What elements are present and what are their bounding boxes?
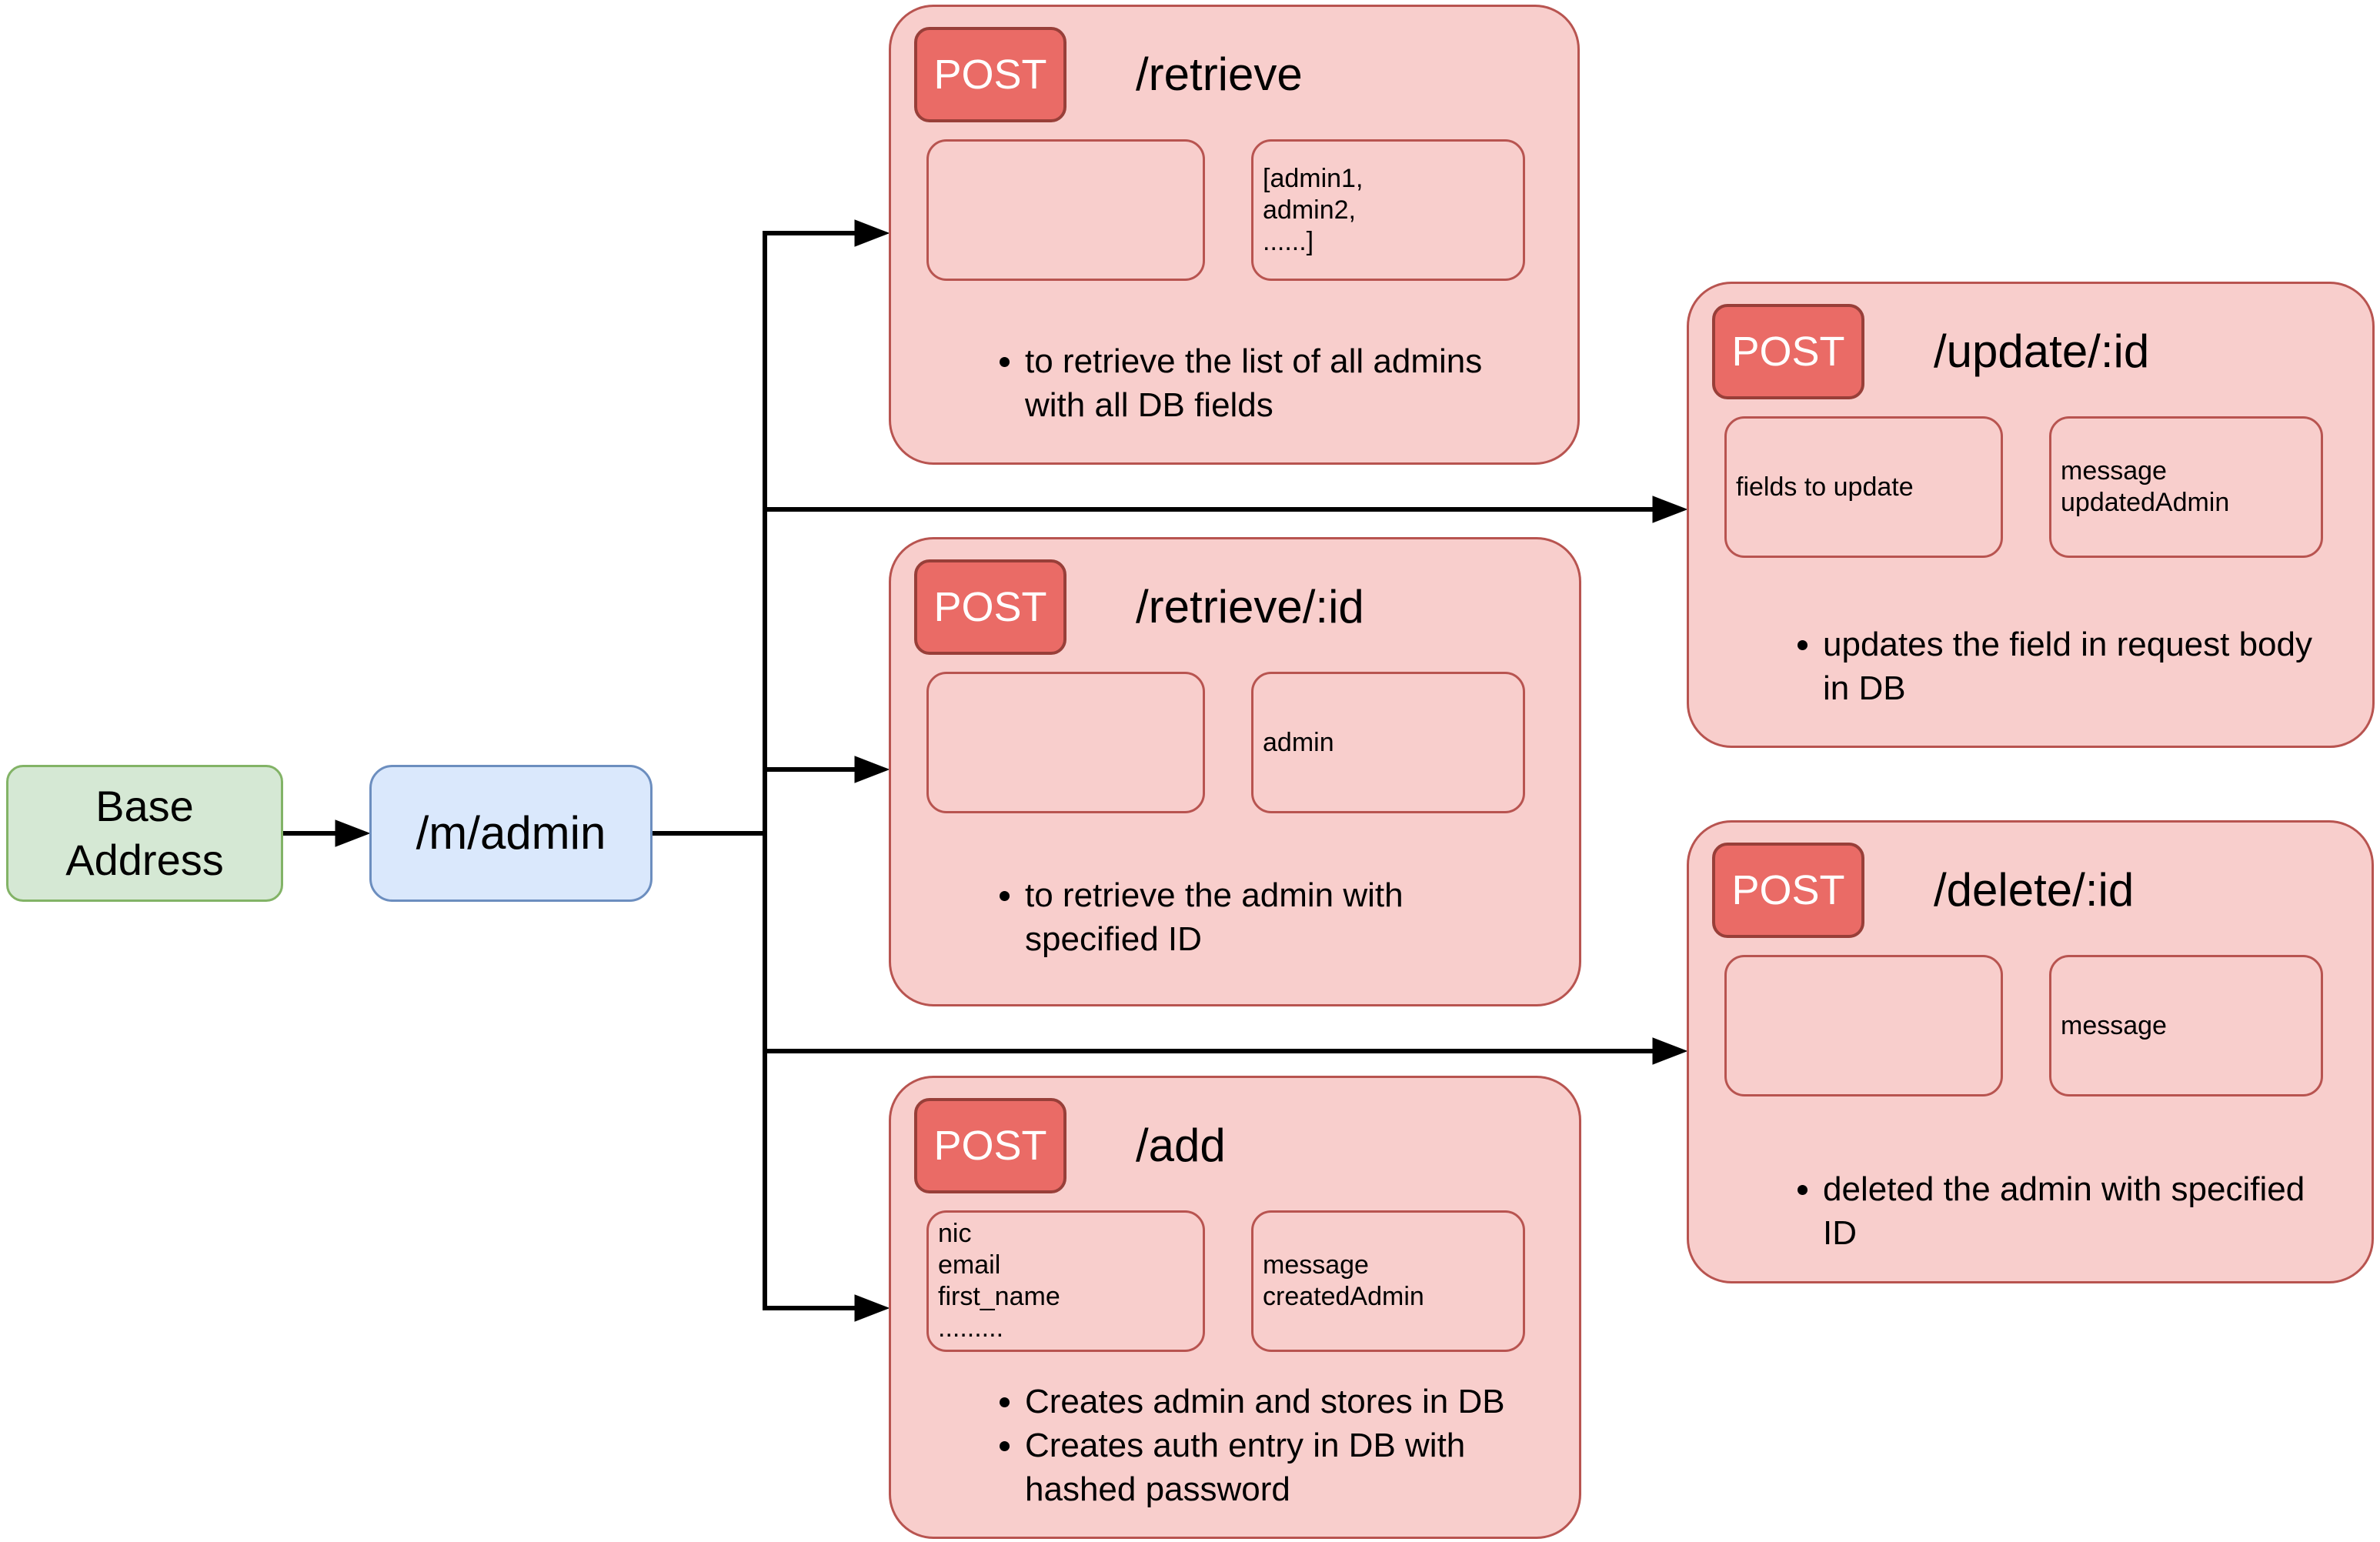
response-body-box: message updatedAdmin xyxy=(2049,416,2323,558)
endpoint-description-item: to retrieve the admin with specified ID xyxy=(1025,873,1525,961)
endpoint-description-item: Creates admin and stores in DB xyxy=(1025,1380,1525,1424)
response-body-box: [admin1, admin2, ......] xyxy=(1251,139,1525,281)
endpoint-description-item: Creates auth entry in DB with hashed pas… xyxy=(1025,1424,1525,1511)
arrowhead-branch-retrieve xyxy=(854,219,890,247)
endpoint-description-list: to retrieve the admin with specified ID xyxy=(1025,873,1525,961)
request-body-box: fields to update xyxy=(1724,416,2003,558)
endpoint-card-add: POST /add nic email first_name .........… xyxy=(889,1076,1581,1539)
endpoint-path-title: /update/:id xyxy=(1934,325,2150,377)
endpoint-path-title: /delete/:id xyxy=(1934,864,2135,916)
arrowhead-branch-delete xyxy=(1652,1037,1688,1065)
response-body-text: [admin1, admin2, ......] xyxy=(1263,163,1364,256)
endpoint-path-title: /retrieve xyxy=(1136,48,1303,100)
endpoint-card-retrieve: POST /retrieve [admin1, admin2, ......] … xyxy=(889,5,1580,465)
arrowhead-branch-retrieve-id xyxy=(854,756,890,783)
post-method-badge: POST xyxy=(914,559,1066,655)
endpoint-path-title: /add xyxy=(1136,1120,1226,1171)
m-admin-node: /m/admin xyxy=(369,765,653,902)
response-body-box: message createdAdmin xyxy=(1251,1210,1525,1352)
request-body-box: nic email first_name ......... xyxy=(926,1210,1205,1352)
endpoint-description-list: Creates admin and stores in DB Creates a… xyxy=(1025,1380,1525,1511)
endpoint-card-update-id: POST /update/:id fields to update messag… xyxy=(1687,282,2375,748)
response-body-text: message updatedAdmin xyxy=(2061,456,2230,517)
arrowhead-base-to-admin xyxy=(335,819,371,847)
endpoint-card-retrieve-id: POST /retrieve/:id admin to retrieve the… xyxy=(889,537,1581,1006)
endpoint-description-item: updates the field in request body in DB xyxy=(1823,622,2323,710)
request-body-box xyxy=(926,139,1205,281)
endpoint-description-list: updates the field in request body in DB xyxy=(1823,622,2323,710)
arrowhead-branch-add xyxy=(854,1294,890,1322)
response-body-text: admin xyxy=(1263,727,1334,757)
endpoint-description-item: to retrieve the list of all admins with … xyxy=(1025,339,1525,427)
endpoint-description-list: to retrieve the list of all admins with … xyxy=(1025,339,1525,427)
endpoint-card-delete-id: POST /delete/:id message deleted the adm… xyxy=(1687,820,2374,1283)
response-body-text: message xyxy=(2061,1010,2167,1040)
post-method-badge: POST xyxy=(914,1098,1066,1193)
arrowhead-branch-update xyxy=(1652,496,1688,523)
endpoint-path-title: /retrieve/:id xyxy=(1136,581,1364,632)
request-body-box xyxy=(926,672,1205,813)
post-method-badge: POST xyxy=(914,27,1066,122)
base-address-node: Base Address xyxy=(6,765,283,902)
response-body-box: admin xyxy=(1251,672,1525,813)
request-body-text: fields to update xyxy=(1736,472,1914,502)
response-body-box: message xyxy=(2049,955,2323,1096)
post-method-badge: POST xyxy=(1712,304,1864,399)
endpoint-description-list: deleted the admin with specified ID xyxy=(1823,1167,2323,1255)
post-method-badge: POST xyxy=(1712,843,1864,938)
response-body-text: message createdAdmin xyxy=(1263,1250,1424,1311)
request-body-box xyxy=(1724,955,2003,1096)
endpoint-description-item: deleted the admin with specified ID xyxy=(1823,1167,2323,1255)
request-body-text: nic email first_name ......... xyxy=(938,1219,1060,1343)
